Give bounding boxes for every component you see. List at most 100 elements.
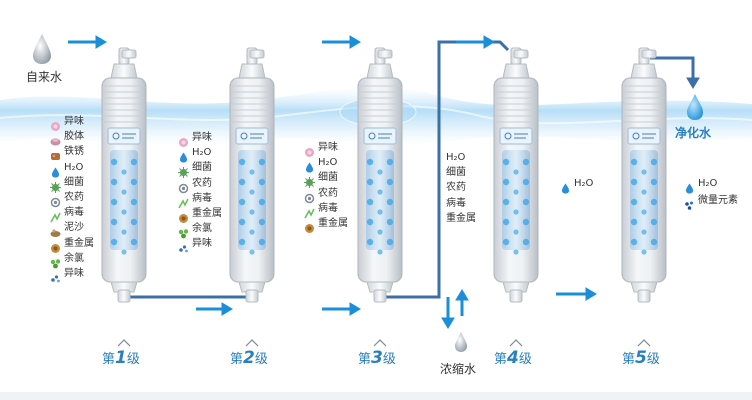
- droplet-icon: [560, 179, 571, 194]
- contaminant-label: 病毒: [64, 207, 84, 219]
- stage-prefix: 第: [358, 352, 372, 367]
- stage-1-caret-icon: [117, 332, 131, 347]
- flower-icon: [178, 133, 189, 147]
- tap-water-drop-icon: [33, 34, 51, 64]
- stage-5-label: 第5级: [622, 348, 660, 368]
- sand-icon: [50, 223, 61, 238]
- contaminant-label: 微量元素: [698, 195, 738, 206]
- pesticide-icon: [304, 189, 315, 203]
- metal-icon: [50, 239, 61, 253]
- colloid-icon: [50, 132, 61, 146]
- pipe-network: [128, 40, 695, 318]
- stage-number: 1: [115, 348, 127, 368]
- contaminant-label: H₂O: [64, 161, 84, 173]
- contaminant-label: H₂O: [318, 157, 338, 169]
- metal-icon: [304, 219, 315, 233]
- stage-prefix: 第: [494, 352, 508, 367]
- contaminant-label: 余氯: [64, 252, 84, 264]
- bacteria-icon: [50, 178, 61, 193]
- contaminant-label: 细菌: [64, 176, 84, 188]
- stage-number: 3: [371, 348, 383, 368]
- odor-icon: [50, 269, 61, 283]
- pesticide-icon: [50, 193, 61, 208]
- contaminant-label: 病毒: [192, 192, 212, 204]
- contaminant-label: 农药: [318, 187, 338, 199]
- contaminant-label: 异味: [64, 116, 84, 127]
- contaminant-label: 异味: [192, 238, 212, 250]
- waste-water-drop-icon: [455, 332, 467, 352]
- droplet-icon: [304, 158, 315, 173]
- metal-icon: [178, 209, 189, 223]
- contaminant-label: 胶体: [64, 131, 84, 143]
- stage-suffix: 级: [254, 352, 268, 367]
- contaminant-label: 细菌: [192, 162, 212, 174]
- flower-icon: [50, 117, 61, 131]
- droplet-icon: [178, 148, 189, 163]
- concentrate-water-label: 浓缩水: [440, 362, 477, 376]
- virus-icon: [50, 208, 61, 223]
- bacteria-icon: [304, 173, 315, 189]
- droplet-icon: [684, 179, 695, 194]
- chlorine-icon: [178, 224, 189, 239]
- stage-2-caret-icon: [245, 332, 259, 347]
- contaminant-label: 细菌: [318, 172, 338, 184]
- stage-1-label: 第1级: [102, 348, 140, 368]
- stage-3-caret-icon: [373, 332, 387, 347]
- filter-cartridge-1: [101, 47, 147, 303]
- contaminant-label: 异味: [192, 132, 212, 143]
- stage-suffix: 级: [646, 352, 660, 367]
- odor-icon: [178, 239, 189, 253]
- contaminant-label: 重金属: [64, 237, 94, 249]
- virus-icon: [178, 194, 189, 209]
- stage-number: 2: [243, 348, 255, 368]
- stage-prefix: 第: [230, 352, 244, 367]
- purified-water-label: 净化水: [675, 126, 712, 140]
- flow-arrows: [68, 35, 700, 329]
- stage-4-caret-icon: [509, 332, 523, 347]
- stage-2-label: 第2级: [230, 348, 268, 368]
- bacteria-icon: [178, 163, 189, 179]
- stage-5-caret-icon: [637, 332, 651, 347]
- chlorine-icon: [50, 254, 61, 269]
- mineral-icon: [684, 196, 695, 210]
- contaminant-label: 余氯: [192, 223, 212, 235]
- contaminant-label: 病毒: [318, 202, 338, 214]
- contaminant-label: 重金属: [446, 212, 476, 224]
- contaminant-label: 铁锈: [64, 146, 84, 158]
- filter-cartridge-4: [493, 47, 539, 303]
- filter-cartridge-2: [229, 47, 275, 303]
- droplet-icon: [50, 163, 61, 178]
- contaminant-label: H₂O: [192, 147, 212, 159]
- contaminant-label: 异味: [64, 268, 84, 279]
- purified-water-drop-icon: [687, 94, 703, 120]
- contaminant-label: H₂O: [698, 178, 718, 189]
- flower-icon: [304, 143, 315, 157]
- virus-icon: [304, 204, 315, 219]
- rust-icon: [50, 147, 61, 161]
- contaminant-label: 异味: [318, 142, 338, 153]
- stage-4-label: 第4级: [494, 348, 532, 368]
- bottom-strip: [0, 392, 752, 400]
- stage-prefix: 第: [102, 352, 116, 367]
- contaminant-label: 农药: [64, 192, 84, 203]
- stage-3-label: 第3级: [358, 348, 396, 368]
- filter-cartridge-3: [357, 47, 403, 303]
- filter-cartridge-5: [621, 47, 667, 303]
- contaminant-label: H₂O: [446, 152, 466, 163]
- contaminant-label: 农药: [192, 177, 212, 189]
- contaminant-label: 细菌: [446, 167, 466, 179]
- stage-number: 5: [635, 348, 647, 368]
- stage-prefix: 第: [622, 352, 636, 367]
- contaminant-label: 重金属: [318, 218, 348, 229]
- stage-suffix: 级: [126, 352, 140, 367]
- contaminant-label: 重金属: [192, 208, 222, 219]
- contaminant-label: H₂O: [574, 178, 594, 189]
- stage-number: 4: [507, 348, 519, 368]
- stage-suffix: 级: [518, 352, 532, 367]
- stage-suffix: 级: [382, 352, 396, 367]
- contaminant-label: 泥沙: [64, 222, 84, 234]
- tap-water-label: 自来水: [26, 70, 63, 84]
- pesticide-icon: [178, 179, 189, 193]
